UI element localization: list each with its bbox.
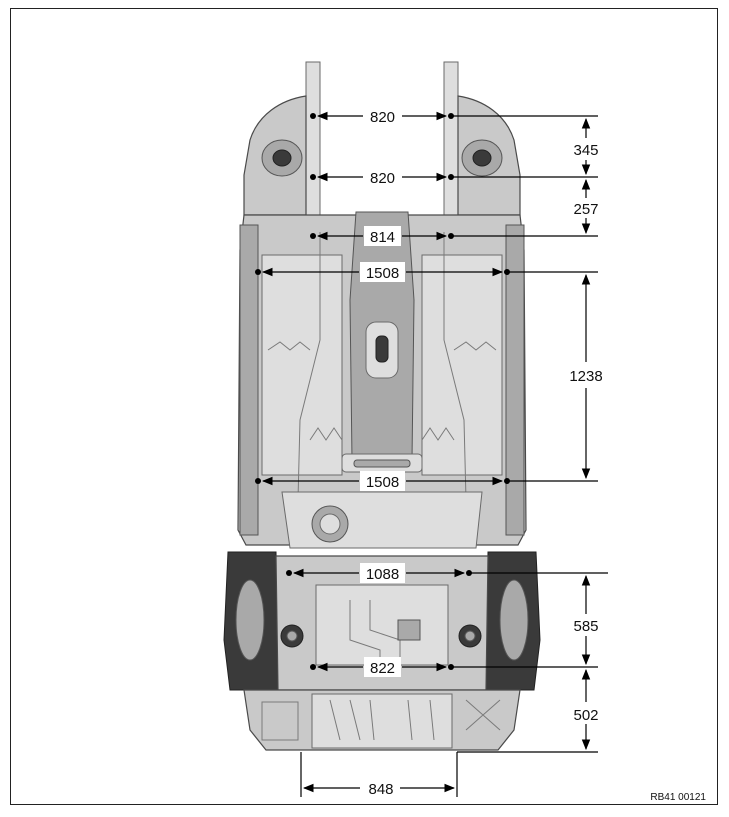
left-strut-mount-hole — [272, 149, 292, 167]
dimension-1508-rear: 1508 — [366, 474, 399, 491]
left-rear-damper-mount-center — [286, 630, 298, 642]
right-front-rail — [443, 61, 459, 233]
right-floor-rib-rear — [421, 427, 455, 441]
horizontal-dimensions: 820 820 814 1508 1508 1088 822 848 — [261, 106, 504, 798]
left-trunk-bracket — [261, 701, 299, 741]
dimension-822: 822 — [370, 660, 395, 677]
right-floor-panel — [421, 254, 503, 476]
tunnel-rear-bracket-slot — [353, 459, 411, 468]
rear-floor-patch — [397, 619, 421, 641]
rear-floor-center — [315, 584, 449, 666]
right-floor-rail — [443, 232, 467, 501]
dimension-1508-front: 1508 — [366, 265, 399, 282]
right-floor-rib — [453, 341, 497, 351]
dimension-585: 585 — [573, 618, 598, 635]
reference-code: RB41 00121 — [650, 792, 706, 803]
right-strut-mount-hole — [472, 149, 492, 167]
right-rear-wheel-hub — [499, 579, 529, 661]
tunnel-mount-opening — [375, 335, 389, 363]
dimension-1238: 1238 — [569, 368, 602, 385]
dimension-820-top: 820 — [370, 109, 395, 126]
left-floor-rail — [297, 232, 321, 501]
dimension-257: 257 — [573, 201, 598, 218]
left-floor-rib-rear — [309, 427, 343, 441]
right-rear-damper-mount-center — [464, 630, 476, 642]
dimension-820-second: 820 — [370, 170, 395, 187]
trunk-floor-center — [311, 693, 453, 749]
vehicle-underbody-illustration — [223, 61, 541, 751]
dimension-1088: 1088 — [366, 566, 399, 583]
dimension-345: 345 — [573, 142, 598, 159]
trunk-floor-ribs — [329, 699, 435, 741]
vertical-dimensions: 345 257 1238 585 502 — [451, 115, 608, 753]
right-side-sill — [505, 224, 525, 536]
diagram-frame — [10, 8, 718, 805]
left-rear-wheel-hub — [235, 579, 265, 661]
left-front-rail — [305, 61, 321, 233]
left-floor-rib — [267, 341, 311, 351]
left-floor-panel — [261, 254, 343, 476]
dimension-502: 502 — [573, 707, 598, 724]
dimension-814: 814 — [370, 229, 395, 246]
left-side-sill — [239, 224, 259, 536]
rear-floor-opening-inner — [319, 513, 341, 535]
right-trunk-bracket — [465, 699, 501, 731]
rear-floor-channel-right — [369, 600, 401, 670]
dimension-848: 848 — [368, 781, 393, 798]
